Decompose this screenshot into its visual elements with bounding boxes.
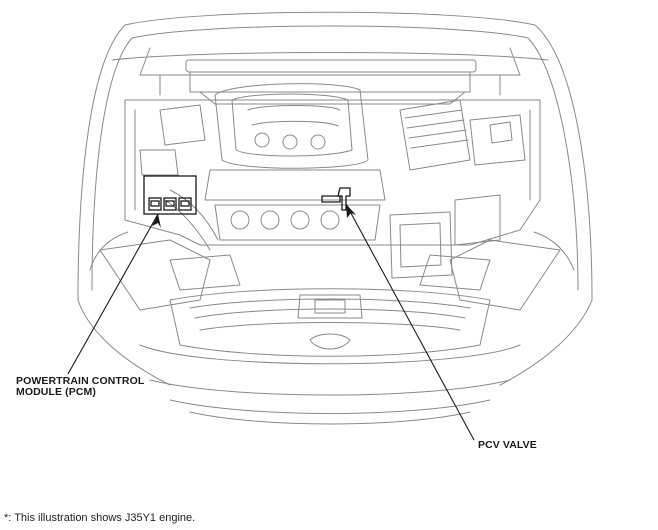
pcv-label-text: PCV VALVE	[478, 439, 537, 451]
grille-outline	[169, 288, 491, 357]
pcv-leader-line	[345, 203, 475, 441]
pcm-leader-line	[67, 213, 159, 375]
hood-outline	[77, 11, 593, 301]
leader-lines	[67, 203, 475, 441]
pcm-label-line1: POWERTRAIN CONTROL	[16, 375, 145, 387]
pcm-highlight	[143, 175, 197, 215]
pcv-callout-label: PCV VALVE	[478, 440, 537, 451]
engine-bay-outline	[124, 99, 541, 246]
pcm-callout-label: POWERTRAIN CONTROL MODULE (PCM)	[16, 376, 144, 398]
footnote: *: This illustration shows J35Y1 engine.	[4, 512, 196, 524]
hood-inner-outline	[91, 25, 579, 291]
pcm-label-line2: MODULE (PCM)	[16, 386, 96, 398]
pcv-leader-arrow	[346, 204, 356, 218]
pcm-leader-arrow	[152, 214, 161, 228]
air-cleaner	[399, 99, 471, 171]
battery	[389, 211, 453, 279]
pcv-valve-part	[321, 187, 351, 211]
engine-cover	[214, 83, 369, 169]
